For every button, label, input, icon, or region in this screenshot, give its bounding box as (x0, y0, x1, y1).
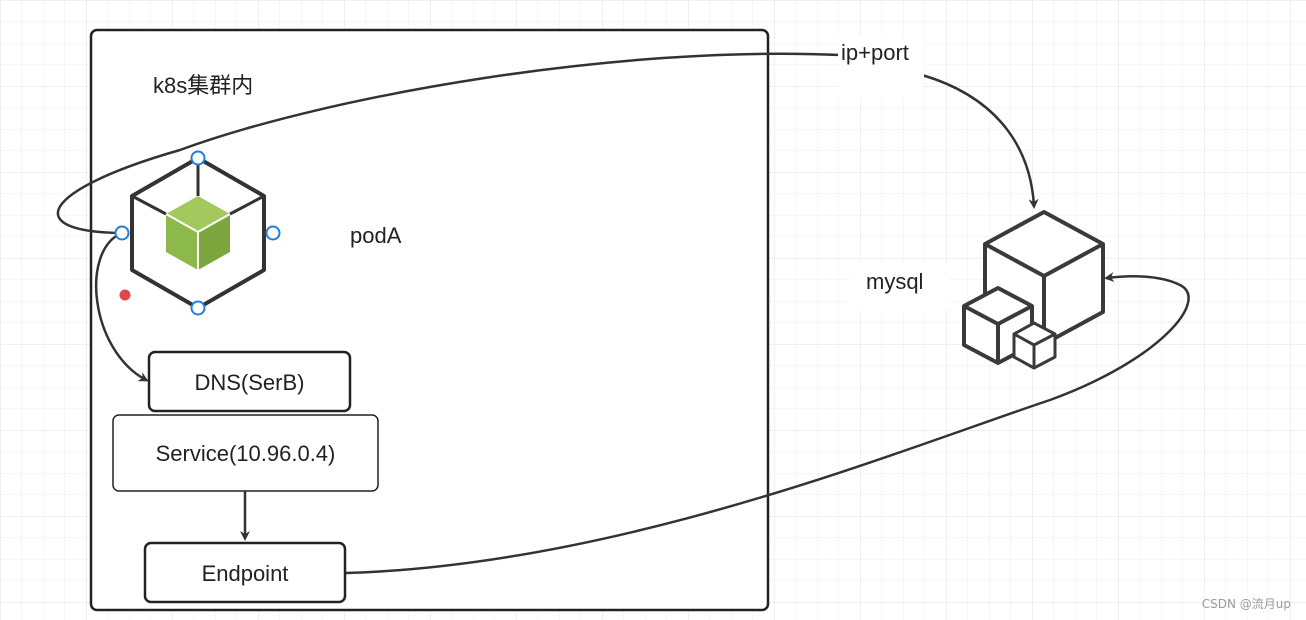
cluster-label: k8s集群内 (153, 73, 253, 98)
red-marker-dot (119, 289, 131, 301)
endpoint-box[interactable] (143, 541, 347, 604)
watermark: CSDN @流月up (1202, 597, 1291, 611)
pod-label: podA (350, 223, 402, 248)
dns-box[interactable] (147, 350, 352, 413)
selection-handle-right[interactable] (265, 225, 281, 241)
edge-endpoint-to-mysql (345, 272, 1190, 575)
edge-pod-to-label (56, 52, 841, 235)
selection-handle-top[interactable] (190, 150, 206, 166)
selection-handle-bottom[interactable] (190, 300, 206, 316)
db-label: mysql (866, 269, 923, 294)
selection-handle-left[interactable] (114, 225, 130, 241)
pod-cube-edges (165, 213, 231, 270)
dns-label: DNS(SerB) (194, 370, 304, 395)
edge-label-to-mysql (921, 73, 1039, 209)
edge-label-background (838, 36, 924, 98)
endpoint-label: Endpoint (202, 561, 289, 586)
edge-label: ip+port (841, 40, 909, 65)
service-label: Service(10.96.0.4) (156, 441, 336, 466)
db-label-background (850, 262, 948, 310)
server-cubes-icon[interactable] (962, 210, 1105, 370)
edge-pod-to-dns (94, 231, 149, 382)
